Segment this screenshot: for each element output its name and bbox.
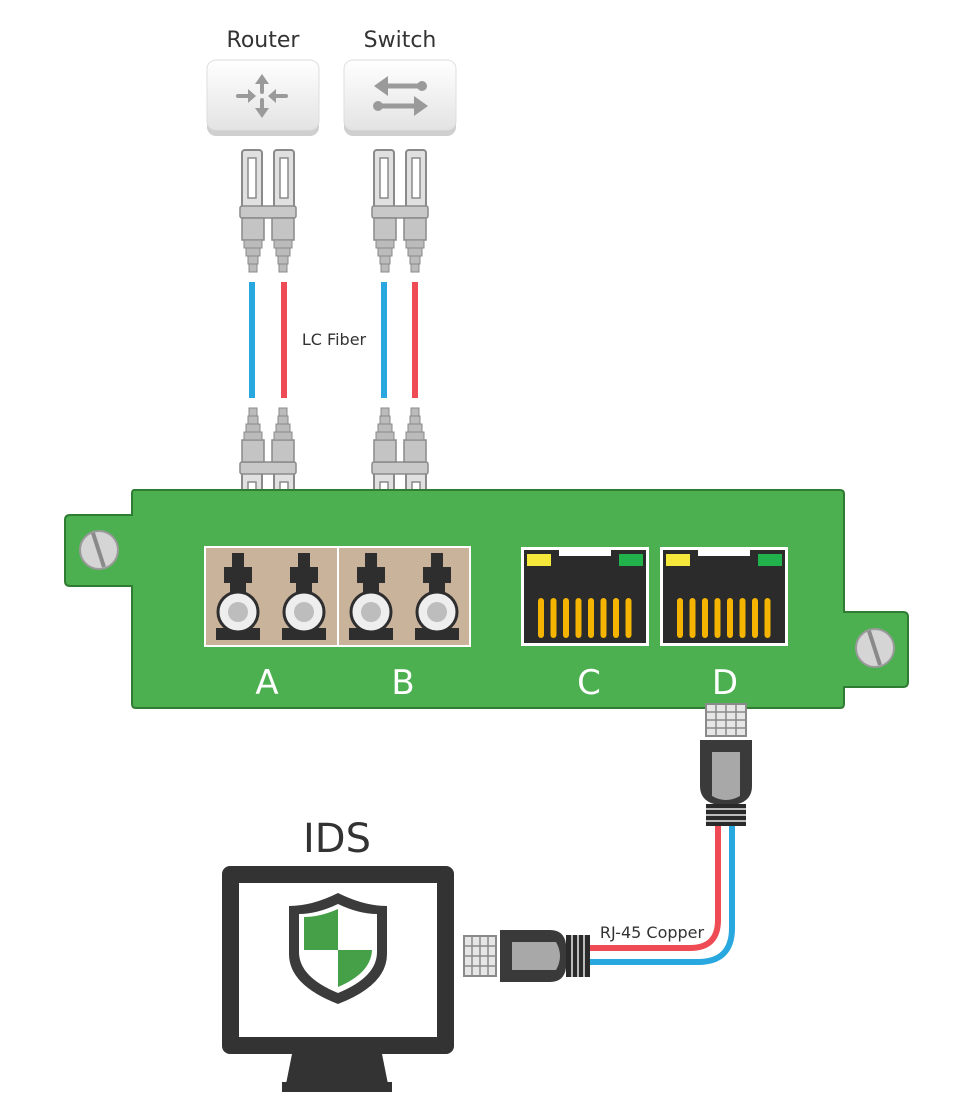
rj45-plug-ids[interactable] [463,930,590,982]
lc-connector-router-top[interactable] [239,149,297,273]
rj45-ports [521,547,788,646]
rj45-plug-port-d[interactable] [700,703,752,826]
port-label-c: C [577,663,601,703]
copper-cable [590,820,735,965]
shield-icon [289,893,387,1004]
activity-led [758,554,782,566]
screw-icon [855,628,895,668]
rj45-jack-c[interactable] [521,547,649,646]
router-device[interactable] [206,59,320,136]
network-tap-board [64,489,909,709]
router-icon [236,74,288,118]
switch-device[interactable] [343,59,457,136]
link-led [666,554,690,566]
copper-label: RJ-45 Copper [600,923,705,942]
ids-label: IDS [303,816,371,862]
port-label-d: D [712,663,738,703]
activity-led [619,554,643,566]
port-label-a: A [255,663,278,703]
copper-strand-red [590,820,721,951]
fiber-socket[interactable] [349,553,393,640]
copper-strand-blue [590,820,735,965]
port-label-b: B [391,663,414,703]
fiber-label: LC Fiber [302,330,367,349]
ids-monitor[interactable] [222,866,454,1092]
fiber-socket[interactable] [216,553,260,640]
fiber-sockets [216,553,459,640]
router-label: Router [227,28,301,53]
lc-connector-switch-top[interactable] [371,149,429,273]
rj45-jack-d[interactable] [660,547,788,646]
switch-icon [373,76,428,116]
fiber-cable-router [249,282,287,398]
fiber-socket[interactable] [415,553,459,640]
fiber-socket[interactable] [282,553,326,640]
screw-icon [79,530,119,570]
fiber-cable-switch [381,282,418,398]
link-led [527,554,551,566]
switch-label: Switch [364,28,437,53]
